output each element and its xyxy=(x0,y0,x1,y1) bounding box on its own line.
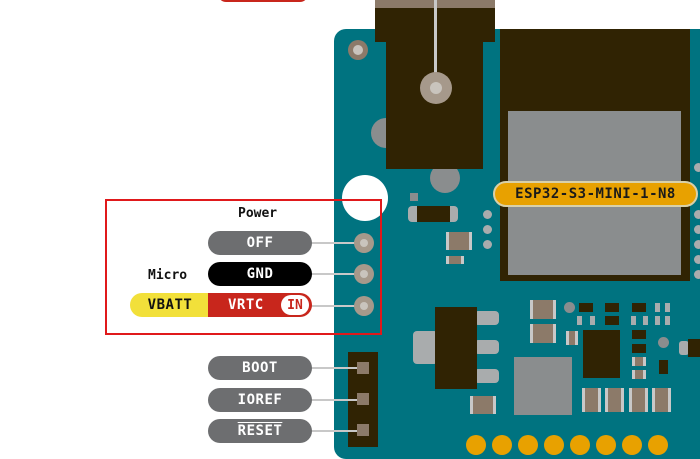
top-pin-label-partial xyxy=(218,0,308,2)
capacitor xyxy=(566,331,578,345)
module-pad xyxy=(694,163,700,172)
module-pad xyxy=(694,210,700,219)
via-pad-center xyxy=(353,45,363,55)
resistor xyxy=(417,206,450,222)
small-pad xyxy=(655,303,660,312)
resistor xyxy=(579,303,593,312)
regulator-pin xyxy=(474,311,499,325)
pin-gnd: GND xyxy=(208,262,312,286)
header-pin xyxy=(596,435,616,455)
module-pad xyxy=(483,210,492,219)
header-pin xyxy=(622,435,642,455)
module-pad xyxy=(483,225,492,234)
jack-wire xyxy=(434,0,437,86)
capacitor xyxy=(530,300,556,319)
pin-pad xyxy=(354,264,374,284)
pin-vbatt: VBATT xyxy=(130,293,210,317)
in-badge: IN xyxy=(281,295,309,315)
pin-pad xyxy=(354,296,374,316)
header-pad xyxy=(357,362,369,374)
voltage-regulator xyxy=(435,307,477,389)
pin-wire xyxy=(305,273,363,275)
header-pin xyxy=(518,435,538,455)
small-pad xyxy=(679,341,689,355)
resistor xyxy=(632,330,646,339)
module-pad xyxy=(694,240,700,249)
vrtc-label: VRTC xyxy=(228,297,264,313)
pin-wire xyxy=(305,430,360,432)
capacitor xyxy=(446,256,464,264)
pin-wire xyxy=(305,367,360,369)
regulator-pin xyxy=(474,340,499,354)
header-pad xyxy=(357,424,369,436)
capacitor xyxy=(470,396,496,414)
header-pin xyxy=(492,435,512,455)
small-pad xyxy=(410,193,418,201)
ic-chip xyxy=(583,330,620,378)
header-pad xyxy=(357,393,369,405)
regulator-tab xyxy=(413,331,438,364)
capacitor xyxy=(605,388,624,412)
capacitor xyxy=(530,324,556,343)
pin-wire xyxy=(305,242,363,244)
module-pad xyxy=(694,225,700,234)
capacitor xyxy=(632,357,646,366)
pin-ioref: IOREF xyxy=(208,388,312,412)
resistor xyxy=(632,344,646,353)
header-pin xyxy=(466,435,486,455)
small-pad xyxy=(655,316,660,325)
small-pad xyxy=(631,316,636,325)
capacitor xyxy=(446,232,472,250)
resistor xyxy=(659,360,668,374)
power-title: Power xyxy=(238,206,278,221)
jack-pin-center xyxy=(430,82,442,94)
resistor xyxy=(605,316,619,325)
header-pin xyxy=(570,435,590,455)
reset-label: RESET xyxy=(237,423,283,439)
via-gray xyxy=(658,337,669,348)
header-pin xyxy=(544,435,564,455)
resistor xyxy=(605,303,619,312)
pin-pad xyxy=(354,233,374,253)
small-pad xyxy=(590,316,595,325)
capacitor xyxy=(652,388,671,412)
capacitor xyxy=(632,370,646,379)
pin-wire xyxy=(305,305,363,307)
pin-off: OFF xyxy=(208,231,312,255)
capacitor xyxy=(582,388,601,412)
module-pad xyxy=(694,270,700,279)
via-gray xyxy=(564,302,575,313)
small-pad xyxy=(665,303,670,312)
header-pin xyxy=(648,435,668,455)
regulator-pin xyxy=(474,369,499,383)
capacitor xyxy=(629,388,648,412)
pin-wire xyxy=(305,399,360,401)
module-pad xyxy=(483,240,492,249)
pin-reset: RESET xyxy=(208,419,312,443)
pin-boot: BOOT xyxy=(208,356,312,380)
power-highlight-box xyxy=(105,199,382,335)
small-pad xyxy=(643,316,648,325)
resistor xyxy=(632,303,646,312)
module-label: ESP32-S3-MINI-1-N8 xyxy=(493,181,698,207)
module-pad xyxy=(694,255,700,264)
inductor xyxy=(514,357,572,415)
resistor xyxy=(688,339,700,357)
small-pad xyxy=(577,316,582,325)
micro-label: Micro xyxy=(148,268,188,283)
small-pad xyxy=(665,316,670,325)
